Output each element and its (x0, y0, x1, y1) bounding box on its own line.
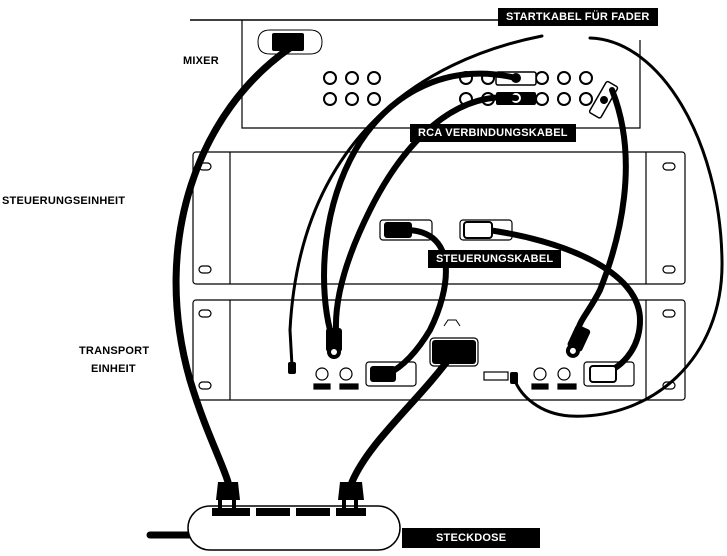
mixer-jacks-left (323, 71, 381, 106)
mixer-label: MIXER (183, 55, 219, 67)
control-cable-label: STEUERUNGSKABEL (428, 250, 562, 268)
control-unit-rack (192, 151, 686, 285)
power-strip-label: STECKDOSE (402, 528, 541, 548)
transport-unit-label-line2: EINHEIT (91, 363, 136, 375)
cables (172, 34, 724, 486)
transport-unit-label-line1: TRANSPORT (79, 345, 150, 357)
transport-power-cable (348, 348, 458, 486)
mixer-panel (190, 19, 641, 129)
mixer-jacks-right (459, 71, 593, 106)
rca-cable-left-a (321, 70, 519, 333)
control-cable-left (385, 227, 449, 377)
rca-cable-right (575, 87, 629, 333)
mixer-power-cable (172, 44, 294, 486)
control-cable-right (485, 227, 644, 377)
power-strip (146, 482, 401, 551)
rca-cable-left-b (332, 94, 519, 333)
fader-start-cable-label: STARTKABEL FÜR FADER (498, 8, 658, 26)
rca-cable-label: RCA VERBINDUNGSKABEL (410, 124, 576, 142)
fader-start-cable-right (512, 36, 724, 418)
mixer-power-inlet (257, 29, 323, 55)
control-unit-label: STEUERUNGSEINHEIT (2, 195, 126, 207)
transport-plugs (288, 221, 617, 384)
